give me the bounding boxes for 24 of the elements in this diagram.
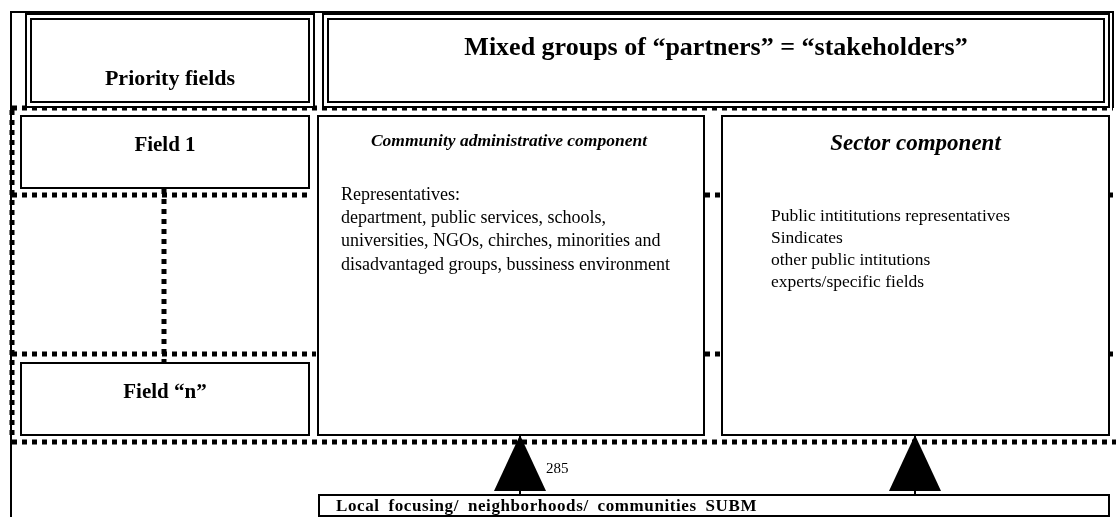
text-box bbox=[721, 115, 1110, 436]
dotted-connector bbox=[161, 189, 167, 362]
box-heading: Community administrative component bbox=[369, 129, 649, 152]
box-text: Field 1 bbox=[133, 132, 197, 158]
box-text: Public intititutions representatives bbox=[771, 205, 1012, 226]
box-text: Priority fields bbox=[103, 65, 237, 92]
box-text: Mixed groups of “partners” = “stakeholders” bbox=[463, 31, 969, 63]
box-text: department, public services, schools, universities, NGOs, chirches, minorities and disadvantaged groups, bussiness environment bbox=[341, 206, 671, 276]
text-box bbox=[25, 13, 315, 108]
box-text: Sindicates bbox=[771, 227, 844, 248]
box-heading: Sector component bbox=[829, 129, 1003, 157]
text-box bbox=[318, 494, 1110, 517]
box-text: Field “n” bbox=[122, 379, 208, 405]
arrow bbox=[889, 435, 941, 495]
box-text: Representatives: bbox=[341, 183, 461, 206]
text-box bbox=[317, 115, 705, 436]
text-box bbox=[322, 13, 1110, 108]
box-text: Local focusing/ neighborhoods/ communities SUBM bbox=[336, 497, 759, 516]
arrow bbox=[494, 435, 546, 495]
box-text: other public intitutions bbox=[771, 249, 932, 270]
page-number: 285 bbox=[546, 461, 569, 476]
box-text: experts/specific fields bbox=[771, 271, 926, 292]
text-box bbox=[20, 115, 310, 189]
text-box bbox=[20, 362, 310, 436]
